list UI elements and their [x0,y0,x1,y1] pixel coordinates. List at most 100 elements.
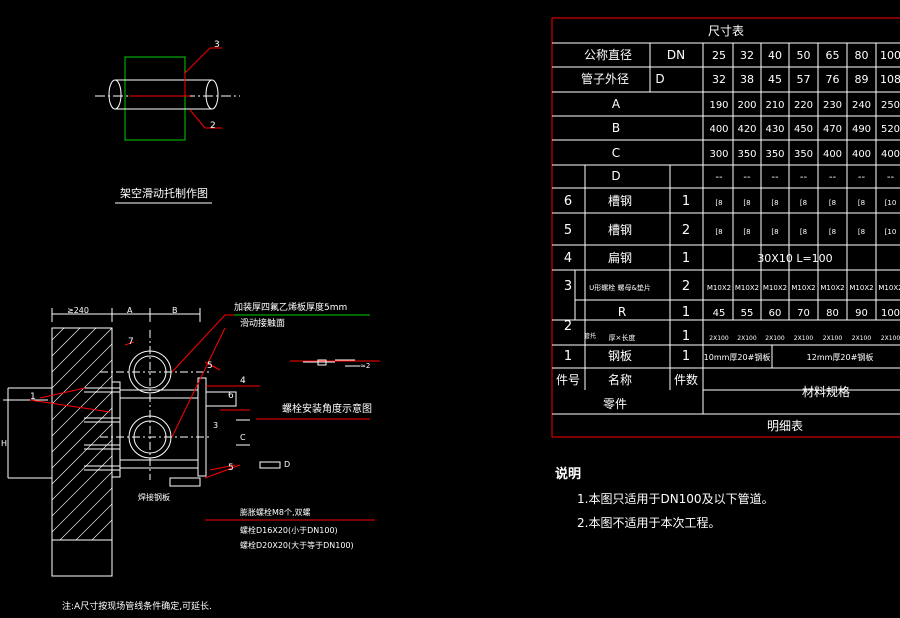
part2-value-top: 45 [713,308,726,319]
part2-qty-top: 1 [682,305,690,320]
dn-label: 公称直径 [584,48,632,62]
dim-value: 240 [852,100,871,111]
header-parts: 零件 [603,397,627,411]
part2-value-top: 80 [826,308,839,319]
bolt-note-3: 螺栓D20X20(大于等于DN100) [240,540,354,550]
callout-7: 7 [128,337,134,347]
bolt-tag: ≈2 [360,362,370,370]
part2-value-bottom: 2X100 [737,335,757,342]
header-name: 名称 [608,372,632,387]
dn-value: 65 [826,49,840,62]
part2-value-top: 90 [855,308,868,319]
dim-row-label: A [612,97,621,111]
part2-r-label: R [618,305,626,319]
part-value: [10 [885,228,897,236]
part-qty: 1 [682,251,690,266]
callout-5a: 5 [207,361,213,371]
part2-value-bottom: 2X100 [765,335,785,342]
dim-row-label: C [612,146,620,160]
note-line-2: 2.本图不适用于本次工程。 [577,516,721,530]
part-spec: 30X10 L=100 [757,252,832,265]
bolt-note-2: 螺栓D16X20(小于DN100) [240,525,338,535]
part-value: M10X2 [849,284,873,292]
part2-side-label: 管托 [584,332,596,340]
od-value: 45 [768,73,782,86]
header-qty: 件数 [674,372,698,387]
part-qty: 2 [682,223,690,238]
part-value: M10X2 [820,284,844,292]
dim-value: 430 [765,124,784,135]
od-value: 32 [712,73,726,86]
part2-value-top: 60 [769,308,782,319]
od-value: 76 [826,73,840,86]
side-note-1: 加装厚四氟乙烯板厚度5mm [234,301,347,313]
part2-value-top: 55 [741,308,754,319]
dim-value: 200 [737,100,756,111]
part-value: M10X2 [791,284,815,292]
od-value: 38 [740,73,754,86]
part-qty: 1 [682,194,690,209]
part2-qty-bottom: 1 [682,329,690,344]
part-name: U形螺栓 螺母&垫片 [589,283,651,292]
part-value: [8 [829,199,836,207]
dn-value: 80 [855,49,869,62]
dn-symbol: DN [667,48,685,62]
dimension-table-grid [551,17,900,438]
dim-row-label: D [611,169,620,183]
dim-value: -- [743,172,751,183]
part-value: [8 [743,228,750,236]
part-value: [8 [800,199,807,207]
dim-value: -- [771,172,779,183]
part2-value-bottom: 2X100 [823,335,843,342]
part-value: [8 [858,199,865,207]
part2-value-top: 100 [881,308,900,319]
wall-bracket-figure [3,308,281,577]
dim-value: 220 [794,100,813,111]
callout-3-top: 3 [214,40,220,50]
part-number: 6 [564,194,572,209]
part-qty: 2 [682,279,690,294]
part-value: M10X2 [735,284,759,292]
dim-a-label: A [127,306,133,315]
dim-value: 400 [709,124,728,135]
part-number: 2 [564,319,572,334]
dim-value: -- [887,172,895,183]
top-slide-support-figure [95,47,240,204]
dim-top-label: ≥240 [67,306,89,315]
part-number: 5 [564,223,572,238]
callout-4: 4 [240,376,246,386]
part-name: 槽钢 [608,223,632,237]
dn-value: 40 [768,49,782,62]
od-value: 57 [797,73,811,86]
part-name: 槽钢 [608,194,632,208]
part-name: 扁钢 [608,251,632,265]
part-spec-right: 12mm厚20#钢板 [807,352,874,362]
dim-value: -- [800,172,808,183]
dn-value: 100 [880,49,900,62]
dim-value: 490 [852,124,871,135]
dim-value: 210 [765,100,784,111]
callout-1: 1 [30,392,36,402]
callout-5b: 5 [228,463,234,473]
bolt-angle-figure [303,359,360,367]
callout-3: 3 [213,421,218,430]
part-value: [8 [715,228,722,236]
header-no: 件号 [556,373,580,387]
part-value: [8 [715,199,722,207]
part-value: [10 [885,199,897,207]
part-number: 1 [564,349,572,364]
bolt-figure-title: 螺栓安装角度示意图 [282,402,372,415]
part-value: M10X2 [878,284,900,292]
part-spec-left: 10mm厚20#钢板 [704,352,771,362]
dim-row-label: B [612,121,620,135]
table-title: 尺寸表 [708,24,744,38]
part2-value-bottom: 2X100 [852,335,872,342]
dim-value: 300 [709,149,728,160]
weld-note: 焊接钢板 [138,492,170,502]
dn-value: 25 [712,49,726,62]
part2-value-bottom: 2X100 [709,335,729,342]
part-number: 4 [564,251,572,266]
od-value: 89 [855,73,869,86]
note-line-1: 1.本图只适用于DN100及以下管道。 [577,492,774,506]
bottom-note: 注:A尺寸按现场管线条件确定,可延长. [62,602,212,612]
